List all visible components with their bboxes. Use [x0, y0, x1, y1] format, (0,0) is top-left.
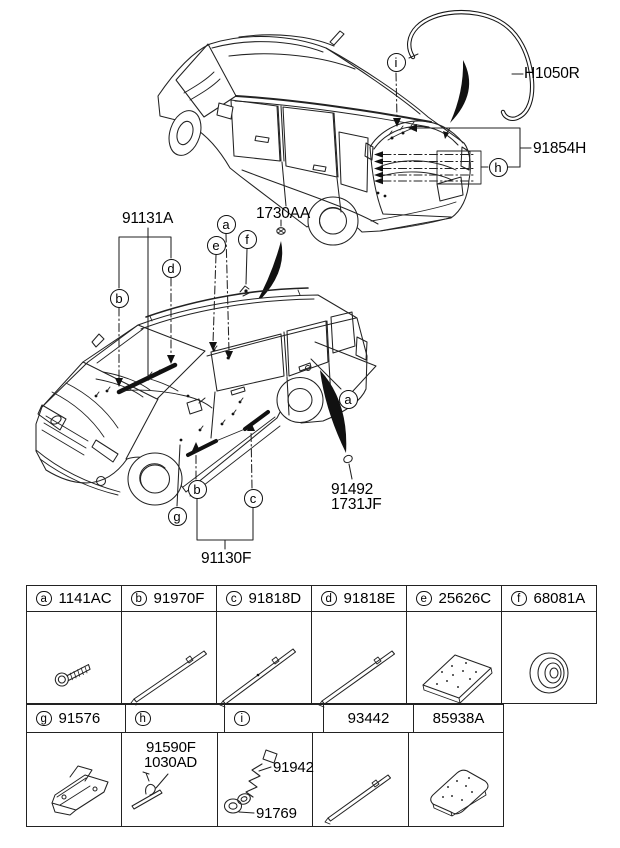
callout-d-table: d [321, 590, 337, 607]
part-image-cell [313, 733, 409, 826]
part-image-cell [409, 733, 503, 826]
label-1030ad[interactable]: 1030AD [144, 754, 198, 771]
part-cell-i[interactable]: i [225, 705, 324, 732]
part-number: 85938A [432, 710, 485, 727]
part-cell-c[interactable]: c 91818D [217, 586, 312, 611]
part-cell-a[interactable]: a 1141AC [27, 586, 122, 611]
part-number: 91970F [153, 590, 205, 607]
part-image-cell [217, 612, 312, 703]
part-image-cell [27, 733, 123, 826]
parts-table-bottom-header: g 91576 h i 93442 85938A [27, 705, 503, 733]
part-number: 25626C [438, 590, 492, 607]
parts-table-top-images [27, 612, 596, 703]
label-1730aa[interactable]: 1730AA [256, 205, 310, 222]
part-cell-e[interactable]: e 25626C [407, 586, 502, 611]
part-number: 93442 [347, 710, 390, 727]
callout-a-right[interactable]: a [338, 389, 358, 409]
label-91942[interactable]: 91942 [273, 759, 314, 776]
label-91769[interactable]: 91769 [256, 805, 297, 822]
part-number: 1141AC [58, 590, 112, 607]
part-number: 91818D [248, 590, 302, 607]
part-image-cell [502, 612, 596, 703]
callout-i-table: i [234, 710, 250, 727]
part-number: 91818E [343, 590, 396, 607]
callout-h-rear[interactable]: h [488, 157, 508, 177]
part-image-cell [27, 612, 122, 703]
part-cell-h[interactable]: h [126, 705, 225, 732]
callout-g-bottom[interactable]: g [167, 506, 187, 526]
label-91590f[interactable]: 91590F [146, 739, 196, 756]
callout-e-table: e [416, 590, 432, 607]
parts-table-bottom: g 91576 h i 93442 85938A [26, 704, 504, 827]
part-image-cell [122, 612, 217, 703]
label-1731jf[interactable]: 1731JF [331, 496, 382, 513]
callout-h-table: h [135, 710, 151, 727]
label-91131a[interactable]: 91131A [122, 210, 174, 227]
parts-table-bottom-images [27, 733, 503, 826]
part-image-cell [407, 612, 502, 703]
part-cell-d[interactable]: d 91818E [312, 586, 407, 611]
callout-i-rear[interactable]: i [386, 52, 406, 72]
callout-f-top[interactable]: f [237, 229, 257, 249]
callout-b-top[interactable]: b [109, 288, 129, 308]
callout-a-top[interactable]: a [216, 214, 236, 234]
callout-b-bottom[interactable]: b [187, 479, 207, 499]
harness-clips [94, 345, 244, 442]
part-cell-f[interactable]: f 68081A [502, 586, 596, 611]
rear-car-drawing [157, 30, 471, 246]
part-image-cell [312, 612, 407, 703]
label-h1050r[interactable]: H1050R [524, 65, 580, 82]
callout-a-table: a [36, 590, 52, 607]
label-91492[interactable]: 91492 [331, 481, 374, 498]
callout-c-bottom[interactable]: c [243, 488, 263, 508]
part-cell-93442[interactable]: 93442 [324, 705, 414, 732]
part-number: 91576 [58, 710, 101, 727]
part-cell-b[interactable]: b 91970F [122, 586, 217, 611]
part-number: 68081A [533, 590, 586, 607]
rear-annotations [239, 9, 535, 305]
part-image-cell [122, 733, 218, 826]
parts-table-top-header: a 1141AC b 91970F c 91818D d 91818E e 25… [27, 586, 596, 612]
label-91854h[interactable]: 91854H [533, 140, 587, 157]
part-image-cell [218, 733, 314, 826]
tailgate-clips [376, 127, 416, 198]
callout-c-table: c [226, 590, 242, 607]
part-cell-g[interactable]: g 91576 [27, 705, 126, 732]
callout-e-top[interactable]: e [206, 235, 226, 255]
front-car-drawing [35, 287, 368, 506]
parts-table-top: a 1141AC b 91970F c 91818D d 91818E e 25… [26, 585, 597, 704]
part-cell-85938a[interactable]: 85938A [414, 705, 503, 732]
callout-g-table: g [36, 710, 52, 727]
callout-d-top[interactable]: d [161, 258, 181, 278]
label-91130f[interactable]: 91130F [201, 550, 252, 567]
callout-b-table: b [131, 590, 147, 607]
callout-f-table: f [511, 590, 527, 607]
